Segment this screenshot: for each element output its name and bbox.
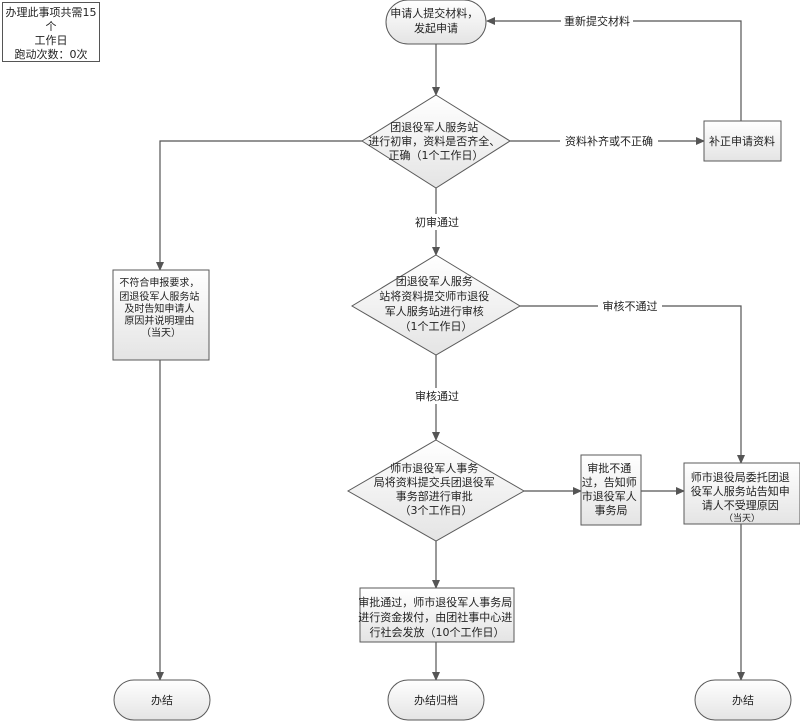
label-pass1: 初审通过 bbox=[415, 215, 459, 229]
review3-decision bbox=[346, 439, 526, 542]
end-mid-label: 办结归档 bbox=[414, 693, 458, 707]
edge-review2-to-reject-right bbox=[520, 305, 745, 464]
label-fail2: 审核不通过 bbox=[603, 299, 658, 313]
time-note-line-3: 跑动次数：0次 bbox=[14, 48, 88, 61]
review1-label: 团退役军人服务站 进行初审，资料是否齐全、 正确（1个工作日） bbox=[368, 120, 504, 162]
review1-decision bbox=[361, 94, 511, 189]
edge-review1-to-reject-left bbox=[156, 140, 362, 271]
reject-right-box bbox=[683, 462, 800, 525]
end-left-label: 办结 bbox=[151, 694, 173, 707]
time-note: 办理此事项共需15个 工作日 跑动次数：0次 bbox=[2, 2, 100, 62]
review3-label: 师市退役军人事务 局将资料提交兵团退役军 事务部进行审批 （3个工作日） bbox=[374, 461, 499, 517]
shapes bbox=[112, 0, 800, 721]
end-right-terminal bbox=[694, 679, 792, 721]
review2-decision bbox=[351, 254, 521, 356]
start-terminal bbox=[385, 0, 487, 45]
time-note-line-2: 工作日 bbox=[34, 34, 68, 47]
review2-label: 团退役军人服务 站将资料提交师市退役 军人服务站进行审核 （1个工作日） bbox=[379, 274, 493, 333]
reject-mid-box bbox=[580, 454, 642, 526]
start-label: 申请人提交材料， 发起申请 bbox=[390, 6, 482, 35]
reject-mid-label: 审批不通 过，告知师 市退役军人 事务局 bbox=[582, 461, 641, 517]
end-right-label: 办结 bbox=[732, 694, 754, 707]
label-pass2: 审核通过 bbox=[415, 389, 459, 403]
end-mid-terminal bbox=[387, 679, 485, 721]
label-resubmit: 重新提交材料 bbox=[564, 14, 630, 28]
label-incomplete: 资料补齐或不正确 bbox=[565, 134, 653, 148]
reject-left-box bbox=[112, 269, 210, 361]
approve-label: 审批通过，师市退役军人事务局 进行资金拨付，由团社事中心进 行社会发放（10个工… bbox=[358, 595, 516, 639]
edge-supplement-to-start bbox=[486, 17, 742, 121]
reject-right-label: 师市退役局委托团退 役军人服务站告知申 请人不受理原因 （当天） bbox=[691, 470, 794, 524]
supplement-label: 补正申请资料 bbox=[709, 134, 775, 148]
edge-labels: 重新提交材料 资料补齐或不正确 初审通过 审核不通过 审核通过 bbox=[413, 13, 662, 404]
supplement-box bbox=[703, 120, 782, 162]
approve-box bbox=[359, 587, 515, 643]
time-note-line-1: 办理此事项共需15个 bbox=[5, 6, 97, 33]
reject-left-label: 不符合申报要求， 团退役军人服务站 及时告知申请人 原因并说明理由 （当天） bbox=[119, 276, 202, 339]
end-left-terminal bbox=[113, 679, 211, 721]
node-labels: 申请人提交材料， 发起申请 团退役军人服务站 进行初审，资料是否齐全、 正确（1… bbox=[119, 6, 794, 707]
